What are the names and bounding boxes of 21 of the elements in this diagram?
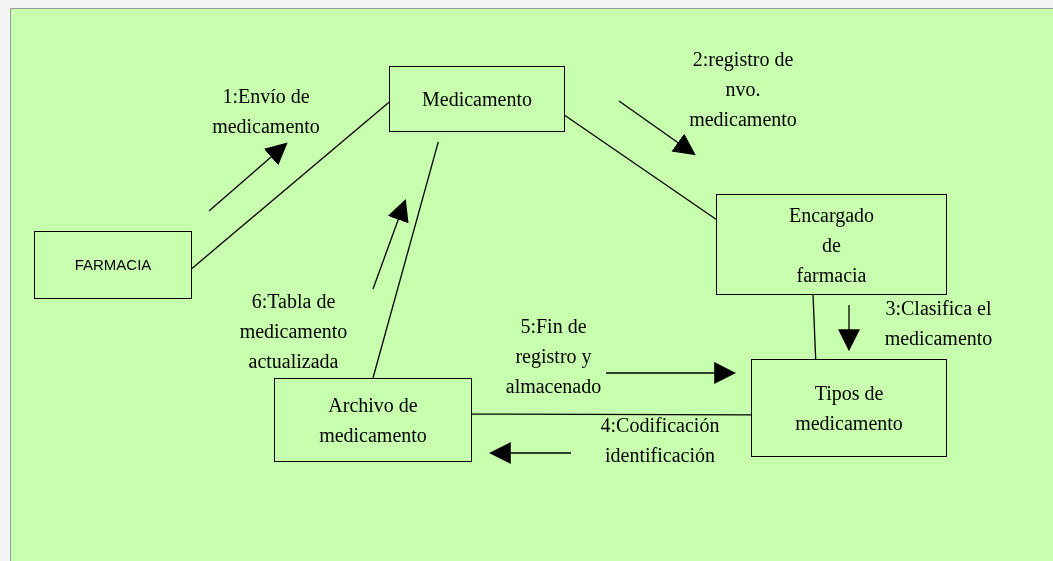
- association-line: [471, 413, 752, 416]
- object-name: Archivo de medicamento: [318, 393, 428, 448]
- object-name: Encargado de farmacia: [787, 202, 876, 288]
- association-line: [191, 101, 390, 270]
- message-label: 6:Tabla de medicamento actualizada: [238, 289, 349, 374]
- object-box: [751, 359, 947, 457]
- object-name: Medicamento: [421, 87, 533, 112]
- message-label: 4:Codificación identificación: [599, 413, 721, 468]
- message-label: 2:registro de nvo. medicamento: [688, 47, 798, 132]
- message-label: 5:Fin de registro y almacenado: [504, 314, 603, 399]
- object-box: [34, 231, 192, 299]
- association-line: [564, 114, 717, 220]
- object-name: Tipos de medicamento: [794, 381, 904, 436]
- object-box: [716, 194, 947, 295]
- object-box: [274, 378, 472, 462]
- association-line: [812, 294, 817, 360]
- message-label: 1:Envío de medicamento: [211, 84, 321, 139]
- association-line: [372, 141, 439, 379]
- message-label: 3:Clasifica el medicamento: [883, 296, 994, 351]
- object-box: [389, 66, 565, 132]
- object-name: FARMACIA: [73, 255, 153, 275]
